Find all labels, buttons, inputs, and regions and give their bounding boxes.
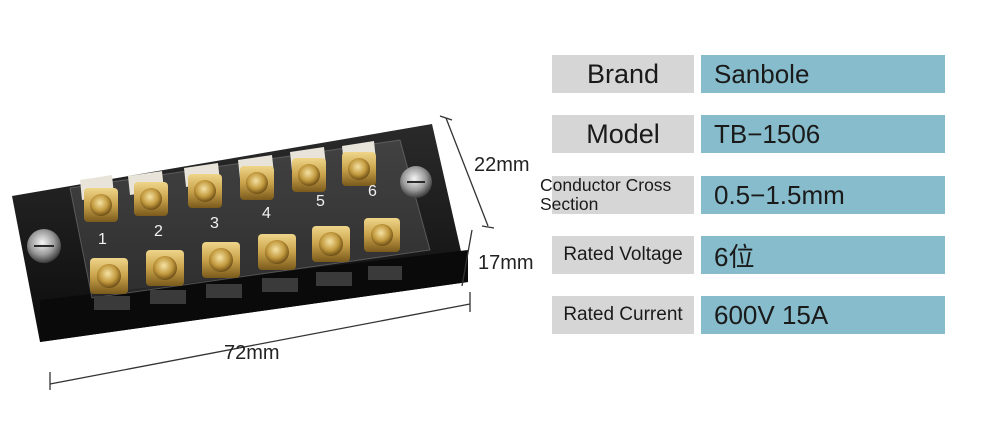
spec-row-voltage: Rated Voltage 6位 — [552, 236, 945, 274]
terminal-number: 6 — [368, 183, 377, 200]
spec-value: Sanbole — [701, 55, 945, 93]
spec-row-current: Rated Current 600V 15A — [552, 296, 945, 334]
spec-label: Brand — [552, 55, 694, 93]
spec-value: 0.5−1.5mm — [701, 176, 945, 214]
spec-value: TB−1506 — [701, 115, 945, 153]
spec-label-line1: Conductor Cross — [540, 176, 672, 195]
spec-label: Conductor Cross Section — [540, 176, 690, 214]
terminal-block-illustration: 1 2 3 4 5 6 — [12, 115, 495, 390]
spec-row-conductor: Conductor Cross Section 0.5−1.5mm — [540, 176, 945, 214]
spec-row-brand: Brand Sanbole — [552, 55, 945, 93]
mounting-screws — [27, 166, 432, 263]
spec-value: 600V 15A — [701, 296, 945, 334]
terminal-number: 3 — [210, 215, 219, 232]
terminal-numbers: 1 2 3 4 5 6 — [98, 183, 377, 248]
spec-label-line2: Section — [540, 194, 599, 214]
dimension-height-top: 22mm — [474, 154, 530, 176]
screws-bottom — [90, 218, 400, 294]
spec-label: Model — [552, 115, 694, 153]
spec-value: 6位 — [701, 236, 945, 274]
block-front-face — [40, 250, 468, 342]
terminal-number: 1 — [98, 231, 107, 248]
dimension-height-bottom: 17mm — [478, 252, 534, 274]
terminal-number: 2 — [154, 223, 163, 240]
screws-top — [84, 152, 376, 222]
block-feet — [94, 266, 402, 310]
dimension-width: 72mm — [224, 342, 280, 364]
product-image: 1 2 3 4 5 6 22mm 17mm 72mm — [12, 115, 534, 390]
spec-row-model: Model TB−1506 — [552, 115, 945, 153]
dimension-lines — [49, 115, 495, 390]
spec-label: Rated Voltage — [552, 236, 694, 274]
terminal-number: 4 — [262, 205, 271, 222]
spec-label: Rated Current — [552, 296, 694, 334]
terminal-number: 5 — [316, 193, 325, 210]
